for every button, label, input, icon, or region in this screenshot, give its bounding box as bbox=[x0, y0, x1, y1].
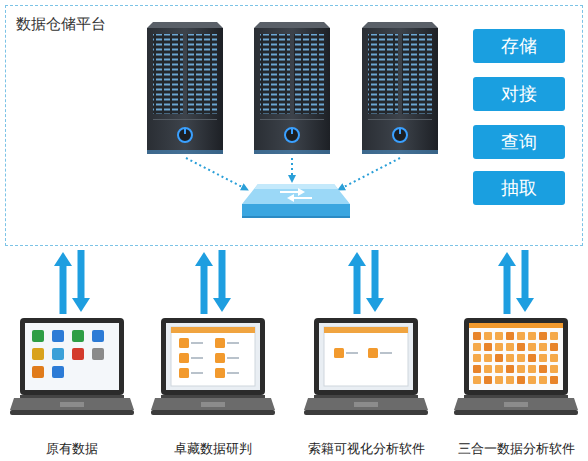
laptop-drawing bbox=[304, 318, 428, 415]
laptop-drawing bbox=[151, 318, 275, 415]
data-flow-arrow bbox=[201, 266, 208, 314]
server bbox=[254, 22, 330, 154]
network-switch bbox=[242, 184, 350, 218]
laptop-client: 三合一数据分析软件 bbox=[454, 318, 578, 415]
data-flow-arrow bbox=[504, 266, 511, 314]
laptop-client: 索籍可视化分析软件 bbox=[304, 318, 428, 415]
button-label: 存储 bbox=[501, 34, 537, 58]
data-flow-arrow bbox=[60, 266, 67, 314]
button-label: 抽取 bbox=[501, 176, 537, 200]
function-button: 存储 bbox=[473, 29, 565, 63]
function-button: 查询 bbox=[473, 125, 565, 159]
client-caption: 三合一数据分析软件 bbox=[404, 440, 588, 458]
laptop-client: 卓藏数据研判 bbox=[151, 318, 275, 415]
button-label: 查询 bbox=[501, 130, 537, 154]
client-caption: 卓藏数据研判 bbox=[101, 440, 325, 458]
function-button: 对接 bbox=[473, 77, 565, 111]
function-button: 抽取 bbox=[473, 171, 565, 205]
button-label: 对接 bbox=[501, 82, 537, 106]
laptop-drawing bbox=[454, 318, 578, 415]
laptop-drawing bbox=[10, 318, 134, 415]
platform-region: 存储对接查询抽取 数据仓储平台 bbox=[5, 5, 583, 246]
laptop-client: 原有数据 bbox=[10, 318, 134, 415]
data-flow-arrow bbox=[78, 250, 85, 298]
client-caption: 原有数据 bbox=[0, 440, 184, 458]
dotted-link bbox=[186, 158, 400, 190]
data-flow-arrow bbox=[354, 266, 361, 314]
server bbox=[362, 22, 438, 154]
data-flow-arrow bbox=[372, 250, 379, 298]
data-flow-arrow bbox=[219, 250, 226, 298]
region-title: 数据仓储平台 bbox=[16, 15, 106, 34]
data-flow-arrow bbox=[522, 250, 529, 298]
server bbox=[147, 22, 223, 154]
client-caption: 索籍可视化分析软件 bbox=[254, 440, 478, 458]
